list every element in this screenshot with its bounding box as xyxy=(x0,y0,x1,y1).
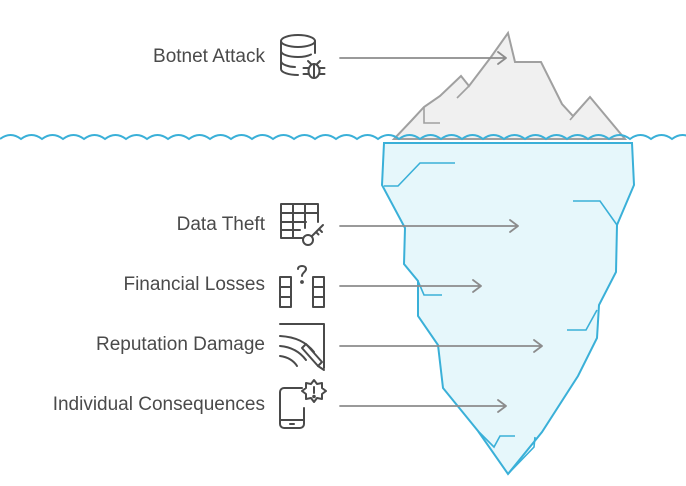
iceberg-facets xyxy=(384,162,618,475)
arrow-individual-consequences xyxy=(339,399,507,413)
arrow-financial-losses xyxy=(339,279,482,293)
arrow-botnet-attack xyxy=(339,51,507,65)
layer-label-individual-consequences: Individual Consequences xyxy=(52,394,265,415)
layer-label-financial-losses: Financial Losses xyxy=(123,274,265,295)
arrow-data-theft xyxy=(339,219,519,233)
iceberg-underwater xyxy=(380,142,636,476)
layer-label-reputation-damage: Reputation Damage xyxy=(96,334,265,355)
arrow-reputation-damage xyxy=(339,339,543,353)
phone-alert-icon xyxy=(276,378,328,430)
layer-label-botnet-attack: Botnet Attack xyxy=(153,46,265,67)
table-key-icon xyxy=(276,198,328,250)
water-surface xyxy=(0,134,686,141)
layer-label-data-theft: Data Theft xyxy=(176,214,265,235)
peak-facets xyxy=(423,61,591,124)
chart-decline-icon xyxy=(276,320,328,372)
database-bug-icon xyxy=(276,31,328,83)
arrows xyxy=(339,51,543,413)
columns-question-icon xyxy=(276,261,328,313)
